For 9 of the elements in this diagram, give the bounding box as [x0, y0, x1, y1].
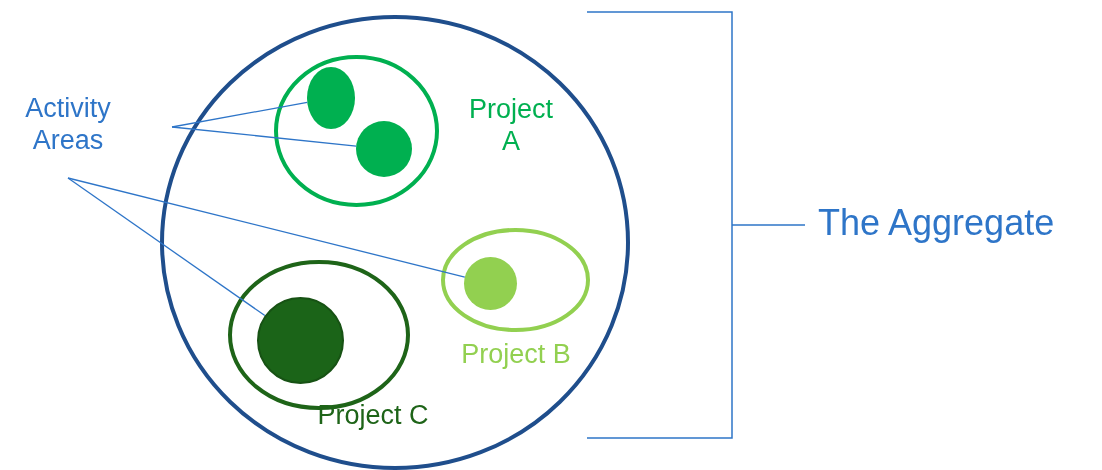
annotation-text: Activity Areas — [24, 92, 112, 157]
leader-line — [67, 177, 466, 278]
leader-line — [67, 177, 266, 317]
project-label: Project C — [316, 402, 430, 429]
project-label: Project A — [467, 93, 554, 158]
leader-line — [171, 101, 308, 128]
leader-line — [171, 126, 357, 147]
project-label: Project B — [460, 338, 572, 371]
annotation-text: The Aggregate — [818, 202, 1055, 244]
